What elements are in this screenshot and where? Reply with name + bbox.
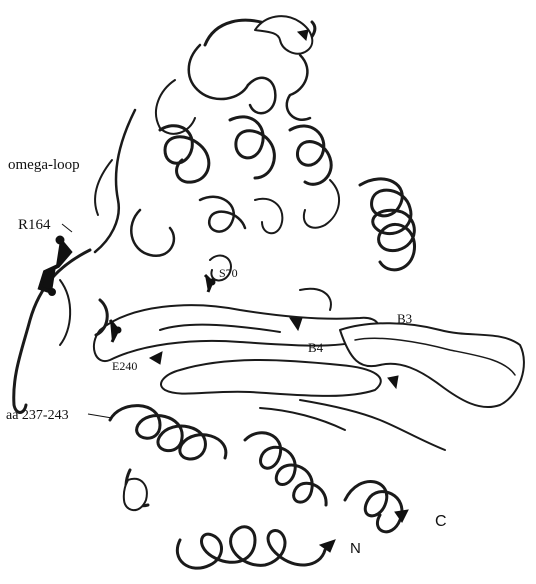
top-loop-region [156,16,315,134]
aa-range-pointer [88,414,112,418]
n-terminus-label: N [350,541,361,556]
b4-label: B4 [308,341,323,354]
aa-range-label: aa 237-243 [6,409,69,423]
omega-loop-label: omega-loop [8,158,80,173]
left-loop [14,250,108,413]
r164-label: R164 [18,218,51,233]
central-helices [131,117,331,281]
omega-loop-strand [95,110,135,252]
e240-label: E240 [112,360,137,372]
c-terminus-label: C [435,514,447,530]
s70-label: S70 [219,267,238,279]
bottom-helices [110,400,445,568]
r164-pointer [62,224,72,232]
right-helix-stack [304,179,415,270]
b3-label: B3 [397,312,412,325]
